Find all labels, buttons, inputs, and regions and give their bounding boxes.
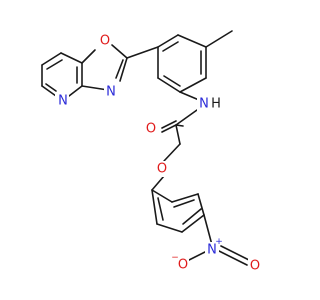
bond bbox=[119, 57, 128, 82]
bond bbox=[175, 109, 198, 126]
bond bbox=[157, 34, 179, 48]
amide-hydrogen-label: H bbox=[211, 97, 221, 112]
bond bbox=[171, 193, 199, 203]
ether-oxygen-label: O bbox=[157, 162, 167, 177]
bond bbox=[46, 59, 63, 70]
molecule-diagram: O N N N H O O N + O − O bbox=[41, 30, 261, 274]
bond bbox=[81, 85, 109, 91]
nitro-oxygen-left-charge: − bbox=[171, 253, 179, 263]
bond bbox=[115, 59, 124, 79]
bond bbox=[68, 85, 83, 97]
nitro-nitrogen-charge: + bbox=[215, 237, 223, 247]
bond bbox=[81, 49, 96, 64]
bond bbox=[186, 251, 206, 262]
bond bbox=[218, 250, 248, 266]
bond bbox=[203, 214, 213, 246]
bond bbox=[111, 44, 128, 59]
bond bbox=[163, 75, 181, 87]
bond bbox=[162, 41, 179, 52]
bond bbox=[41, 85, 57, 97]
bond bbox=[175, 124, 184, 127]
bond bbox=[177, 34, 207, 48]
bond bbox=[157, 77, 181, 93]
bond bbox=[157, 197, 164, 221]
oxazole-nitrogen-label: N bbox=[106, 85, 116, 100]
bond bbox=[151, 189, 173, 203]
bond bbox=[161, 124, 177, 133]
amide-nitrogen-label: N bbox=[199, 97, 209, 112]
bond bbox=[126, 46, 159, 59]
carbonyl-oxygen-label: O bbox=[146, 122, 156, 137]
bond bbox=[175, 124, 181, 145]
bond bbox=[197, 193, 205, 216]
bond bbox=[182, 208, 202, 225]
bond bbox=[41, 52, 62, 66]
bond bbox=[151, 175, 165, 191]
atom-labels: O N N N H O O N + O − O bbox=[55, 32, 261, 274]
nitro-oxygen-right-label: O bbox=[250, 259, 260, 274]
bond bbox=[205, 30, 233, 48]
bond bbox=[60, 52, 83, 64]
pyridine-nitrogen-label: N bbox=[58, 94, 68, 109]
bond bbox=[179, 91, 200, 101]
bond bbox=[163, 143, 181, 162]
structure-svg: O N N N H O O N + O − O bbox=[41, 30, 261, 274]
bonds bbox=[41, 30, 250, 266]
bond bbox=[173, 199, 195, 208]
bond bbox=[161, 120, 177, 129]
bond bbox=[220, 245, 250, 261]
bond bbox=[45, 83, 57, 92]
nitro-oxygen-left-label: O bbox=[178, 258, 188, 273]
bond bbox=[156, 223, 183, 233]
bond bbox=[151, 189, 158, 225]
nitro-nitrogen-label: N bbox=[207, 243, 217, 258]
bond bbox=[179, 77, 207, 93]
ring-oxygen-label: O bbox=[100, 34, 110, 49]
bond bbox=[181, 214, 205, 233]
